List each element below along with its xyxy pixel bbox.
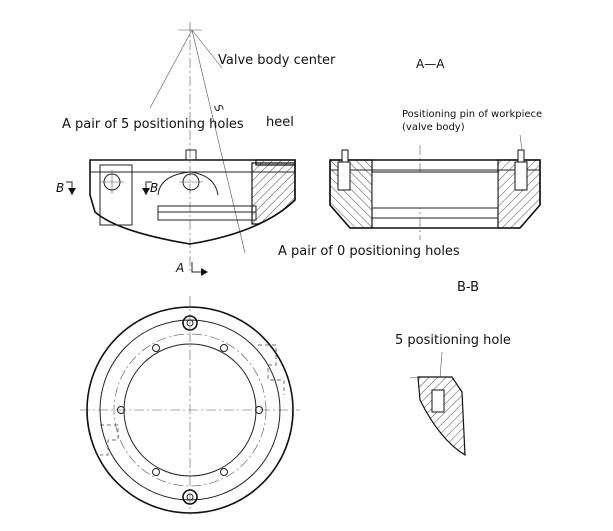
plan-positioning-hole-bottom [182,489,198,505]
valve-body-center-label: Valve body center [218,53,336,68]
a-mark: A [175,261,184,275]
leader-line [191,29,223,69]
section-bb-hole [431,389,445,413]
leader-line [191,29,246,254]
plan-view [80,296,300,515]
section-aa-view [329,134,541,240]
clamp-block [99,164,133,226]
b-mark-left: B [56,181,64,195]
b-mark-right: B [150,181,158,195]
section-aa-label: A—A [416,57,445,71]
plan-outer-ring [86,306,294,514]
section-bb-view [409,351,466,457]
five-hole-label: 5 positioning hole [395,333,511,348]
plan-bolt-circle [113,333,267,487]
inner-recess [157,205,257,221]
s-mark: S [211,103,226,114]
section-bb-hatch [417,376,466,457]
top-pin [185,149,197,161]
heel-section-hatch [251,162,296,225]
leader-line [149,29,193,109]
pin-label-line1: Positioning pin of workpiece [402,109,542,120]
section-bb-label: B-B [457,280,479,295]
heel-label: heel [266,115,294,130]
pair-5-holes-label: A pair of 5 positioning holes [62,117,244,132]
plan-positioning-hole-top [182,315,198,331]
section-pin-right [514,161,528,191]
front-view [66,22,296,276]
pair-0-holes-label: A pair of 0 positioning holes [278,244,460,259]
section-pin-left [337,161,351,191]
bolt-holes [117,344,263,476]
pin-label-line2: (valve body) [402,122,465,133]
heel-lip [255,159,296,166]
